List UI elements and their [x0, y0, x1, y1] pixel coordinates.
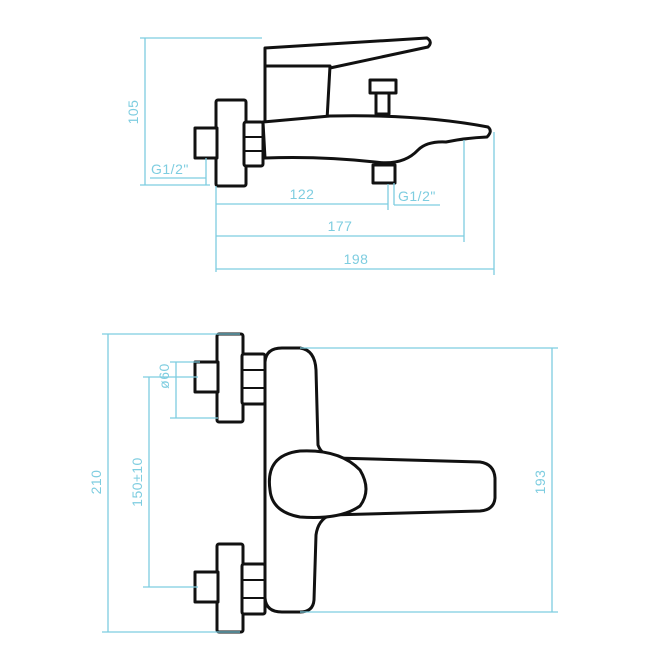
front-top-nut: [240, 352, 267, 406]
side-nut: [242, 120, 265, 168]
front-top-inlet: [193, 360, 220, 394]
side-inlet: [193, 126, 219, 160]
front-top-flange: [215, 332, 245, 424]
side-outlet: [371, 163, 397, 185]
front-view: 210 ø60 150±10 193: [88, 332, 558, 634]
side-diverter-knob: [368, 78, 398, 95]
side-view: 105 G1/2" G1/2" 122 177 198: [125, 36, 495, 275]
front-bottom-flange: [215, 542, 245, 634]
side-width-short-label: 122: [290, 186, 315, 202]
side-width-mid-label: 177: [328, 218, 353, 234]
front-center-distance-label: 150±10: [129, 457, 145, 507]
side-spout: [261, 114, 492, 165]
front-dimensions: [102, 333, 558, 633]
side-outlet-thread-label: G1/2": [398, 188, 436, 204]
side-width-total-label: 198: [344, 251, 369, 267]
front-bottom-inlet: [193, 570, 220, 604]
front-diameter-label: ø60: [156, 363, 172, 389]
side-wall-flange: [214, 98, 248, 188]
side-lever-handle: [263, 36, 432, 72]
front-lever: [267, 449, 368, 519]
front-bottom-nut: [240, 562, 267, 616]
side-inlet-thread-label: G1/2": [151, 161, 189, 177]
front-body-height-label: 193: [532, 470, 548, 495]
front-mixer-body: [263, 346, 497, 614]
side-dimensions: [140, 37, 495, 275]
side-height-label: 105: [125, 100, 141, 125]
front-total-height-label: 210: [88, 470, 104, 495]
